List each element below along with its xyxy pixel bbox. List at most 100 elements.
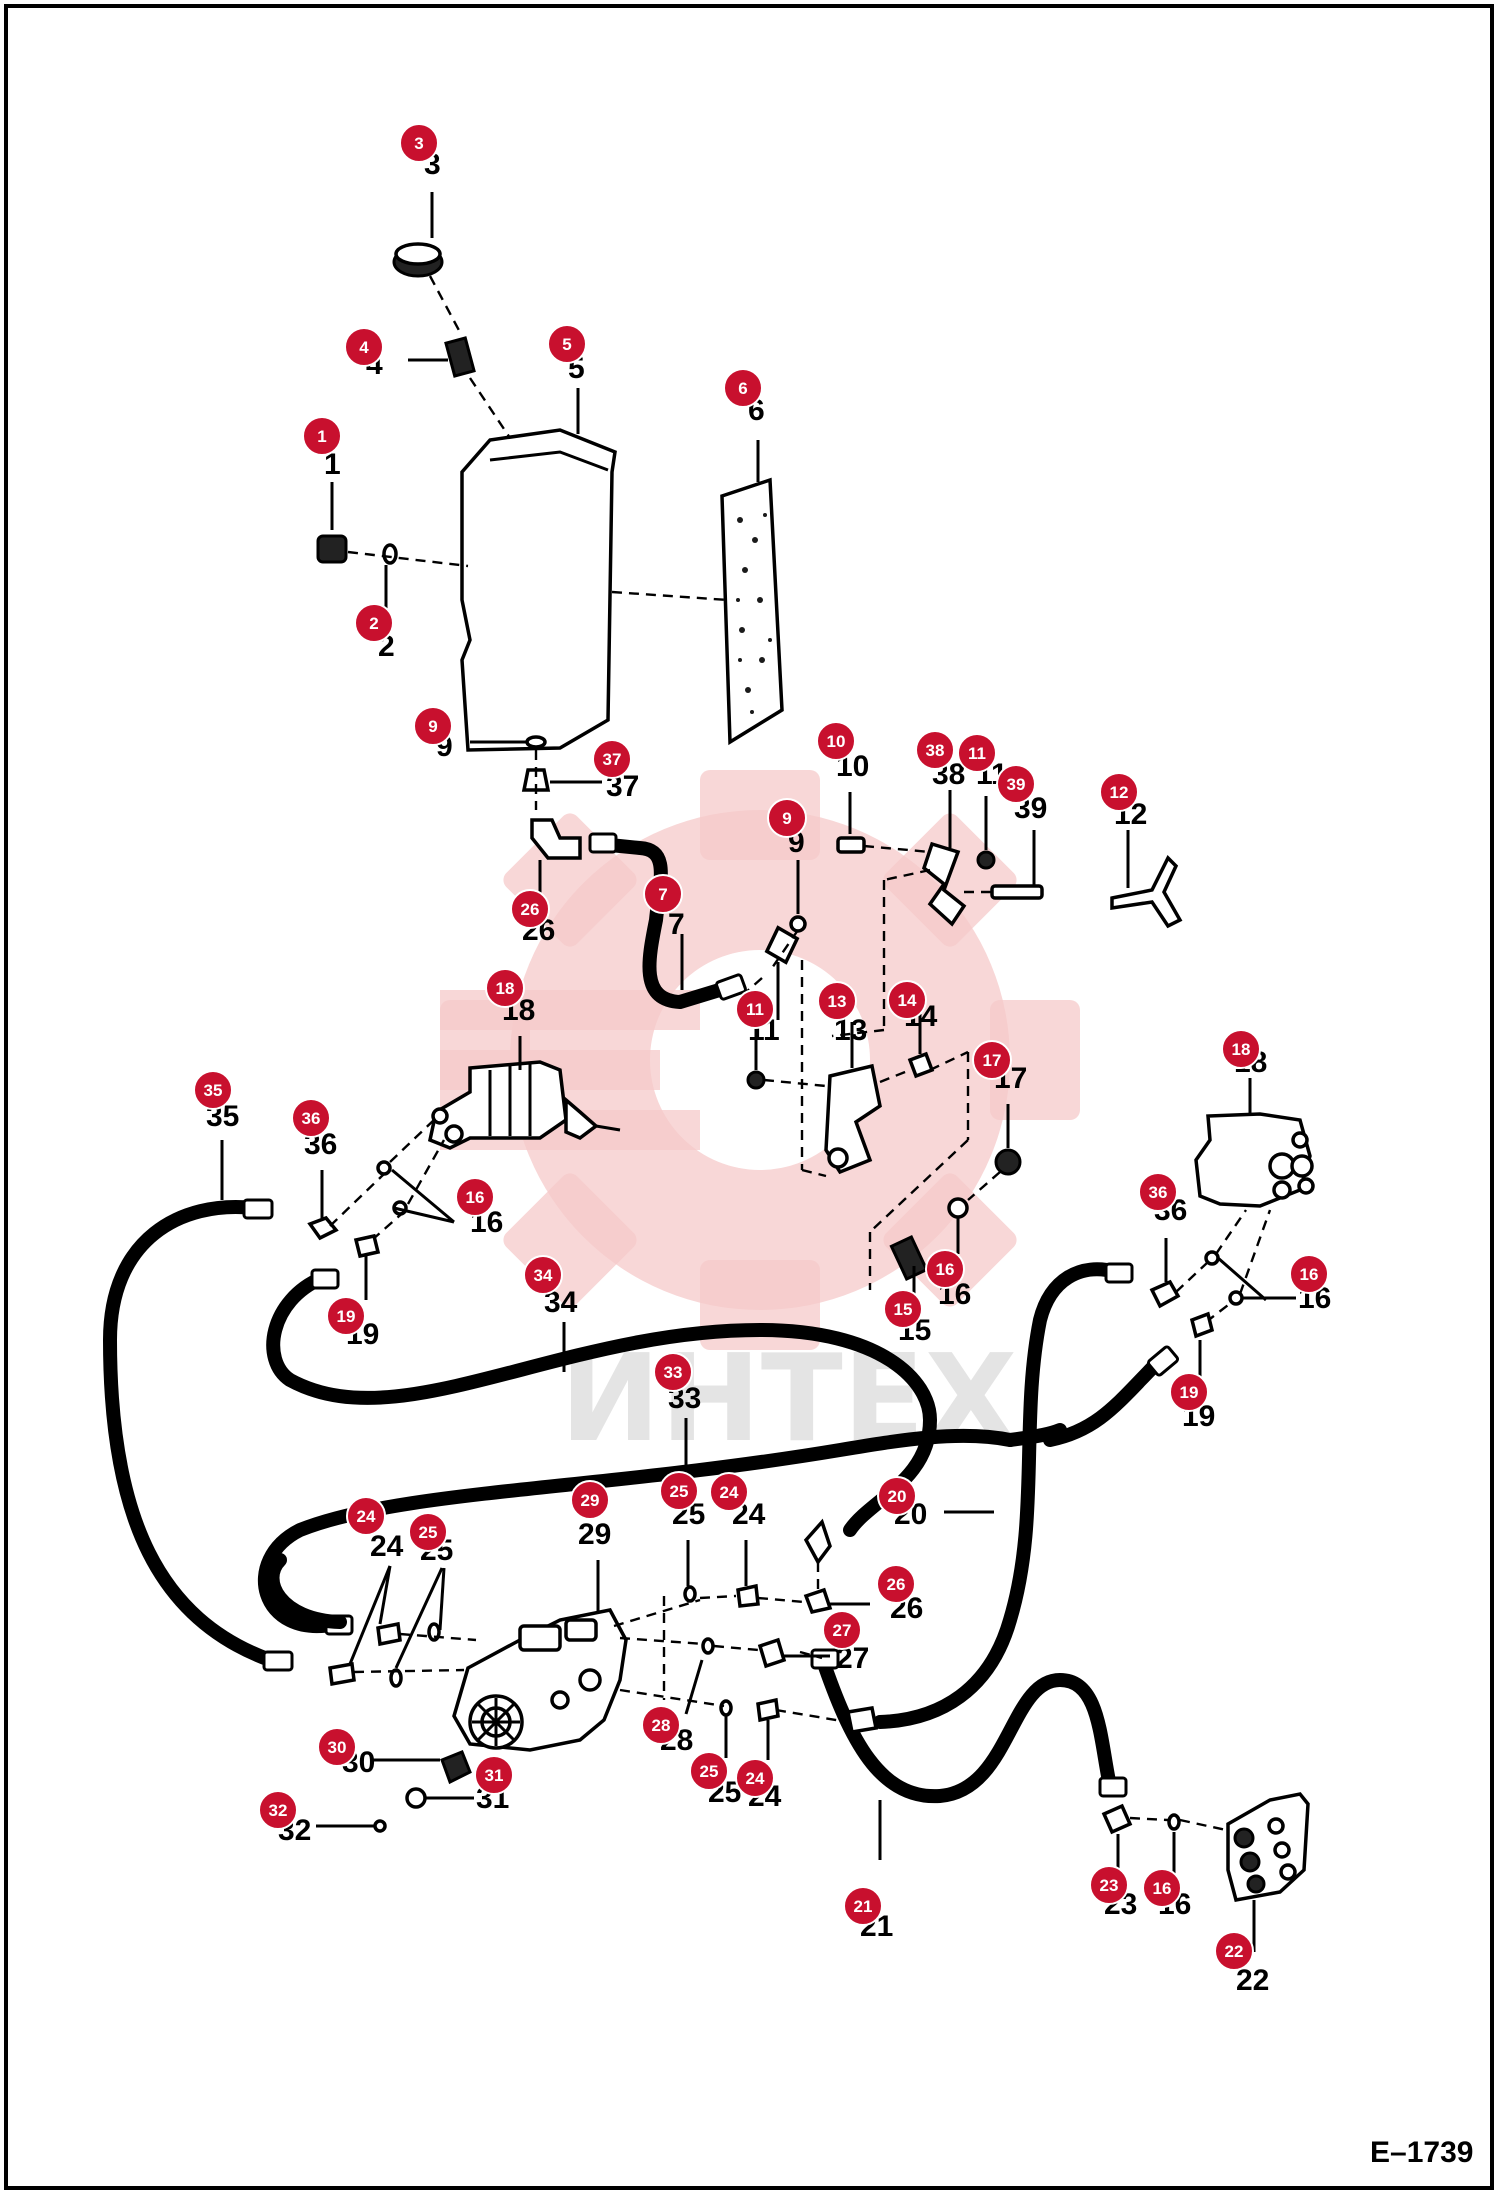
callout-badge[interactable]: 7 (643, 874, 683, 914)
callout-badge[interactable]: 13 (817, 981, 857, 1021)
callout-badge[interactable]: 18 (485, 968, 525, 1008)
svg-text:31: 31 (485, 1766, 504, 1785)
callout-badge[interactable]: 29 (570, 1480, 610, 1520)
adapter-fitting (764, 925, 800, 965)
callout-badge[interactable]: 36 (1138, 1172, 1178, 1212)
callout-badge[interactable]: 20 (877, 1476, 917, 1516)
diagram-reference-code: E–1739 (1370, 2136, 1473, 2169)
left-motor-adapter (353, 1233, 381, 1259)
right-motor-adapter (1189, 1311, 1215, 1339)
callout-badge[interactable]: 26 (876, 1564, 916, 1604)
drain-plug (316, 534, 348, 564)
callout-badge[interactable]: 14 (887, 980, 927, 1020)
callout-badge[interactable]: 11 (735, 989, 775, 1029)
right-motor-group (1149, 1078, 1315, 1378)
callout-badge[interactable]: 36 (291, 1098, 331, 1138)
part-label: 1 (324, 448, 341, 481)
callout-badge[interactable]: 17 (972, 1040, 1012, 1080)
long-bolt (990, 884, 1044, 900)
svg-text:6: 6 (738, 379, 747, 398)
foam-insert (720, 477, 784, 746)
control-valve-group (1101, 1792, 1310, 1952)
callout-badge[interactable]: 30 (317, 1727, 357, 1767)
callout-badge[interactable]: 19 (1169, 1372, 1209, 1412)
callout-badge[interactable]: 2 (354, 603, 394, 643)
callout-badge[interactable]: 9 (767, 798, 807, 838)
svg-text:11: 11 (968, 744, 986, 763)
left-motor-elbow (307, 1215, 339, 1241)
callout-badge[interactable]: 25 (659, 1471, 699, 1511)
elbow-fitting (530, 818, 582, 860)
hose-21 (815, 1651, 1117, 1804)
svg-text:32: 32 (269, 1801, 288, 1820)
svg-text:7: 7 (658, 885, 667, 904)
callout-badge[interactable]: 28 (641, 1705, 681, 1745)
main-pump-group (316, 1518, 879, 1833)
callout-badge[interactable]: 24 (346, 1496, 386, 1536)
callout-badge[interactable]: 10 (816, 721, 856, 761)
callout-badge[interactable]: 16 (1142, 1868, 1182, 1908)
callout-badge[interactable]: 33 (653, 1352, 693, 1392)
svg-text:24: 24 (357, 1507, 376, 1526)
hose-group (103, 1140, 1180, 1860)
svg-text:19: 19 (337, 1307, 356, 1326)
callout-badge[interactable]: 31 (474, 1755, 514, 1795)
svg-text:10: 10 (827, 732, 846, 751)
callout-badge[interactable]: 9 (413, 706, 453, 746)
svg-text:13: 13 (828, 992, 847, 1011)
svg-text:21: 21 (854, 1897, 873, 1916)
svg-text:9: 9 (428, 717, 437, 736)
svg-text:35: 35 (204, 1081, 223, 1100)
callout-badge[interactable]: 38 (915, 730, 955, 770)
callout-badge[interactable]: 16 (925, 1249, 965, 1289)
reservoir-tank (460, 428, 617, 752)
svg-text:2: 2 (369, 614, 378, 633)
callout-badge[interactable]: 23 (1089, 1865, 1129, 1905)
callout-badge[interactable]: 3 (399, 123, 439, 163)
callout-badge[interactable]: 16 (455, 1177, 495, 1217)
callout-badge[interactable]: 5 (547, 324, 587, 364)
callout-badge[interactable]: 39 (996, 764, 1036, 804)
callout-badge[interactable]: 34 (523, 1255, 563, 1295)
tank-fitting (521, 768, 551, 792)
svg-text:33: 33 (664, 1363, 683, 1382)
svg-text:30: 30 (328, 1738, 347, 1757)
callout-badge[interactable]: 27 (822, 1610, 862, 1650)
svg-text:34: 34 (534, 1266, 553, 1285)
hose-33 (257, 1428, 1017, 1633)
callout-badge[interactable]: 26 (510, 889, 550, 929)
callout-badge[interactable]: 35 (193, 1070, 233, 1110)
strainer (444, 336, 476, 378)
hose-20 (873, 1262, 1123, 1729)
callout-badge[interactable]: 24 (735, 1758, 775, 1798)
callout-badge[interactable]: 12 (1099, 772, 1139, 812)
callout-badge[interactable]: 21 (843, 1886, 883, 1926)
callout-badge[interactable]: 25 (689, 1751, 729, 1791)
callout-badge[interactable]: 22 (1214, 1931, 1254, 1971)
svg-text:1: 1 (317, 427, 326, 446)
callout-badge[interactable]: 32 (258, 1790, 298, 1830)
pump-elbow-fitting (757, 1637, 787, 1669)
hose-19-right (1043, 1353, 1167, 1447)
clamp (1110, 855, 1183, 929)
pump-flywheel-detail (472, 1698, 520, 1746)
callout-badge[interactable]: 24 (709, 1472, 749, 1512)
svg-text:24: 24 (746, 1769, 765, 1788)
svg-text:39: 39 (1007, 775, 1026, 794)
valve-fitting (907, 1051, 935, 1079)
callout-badge[interactable]: 4 (344, 327, 384, 367)
outlet-elbow (803, 1587, 833, 1615)
callout-badge[interactable]: 25 (408, 1512, 448, 1552)
svg-text:25: 25 (670, 1482, 689, 1501)
pump-coupling (440, 1750, 472, 1785)
callout-badge[interactable]: 19 (326, 1296, 366, 1336)
callout-badge[interactable]: 18 (1221, 1029, 1261, 1069)
callout-badge[interactable]: 11 (957, 733, 997, 773)
callout-badge[interactable]: 6 (723, 368, 763, 408)
callout-badge[interactable]: 1 (302, 416, 342, 456)
part-label: 24 (370, 1530, 404, 1563)
callout-badge[interactable]: 37 (592, 739, 632, 779)
callout-badge[interactable]: 15 (883, 1289, 923, 1329)
callout-badge[interactable]: 16 (1289, 1254, 1329, 1294)
